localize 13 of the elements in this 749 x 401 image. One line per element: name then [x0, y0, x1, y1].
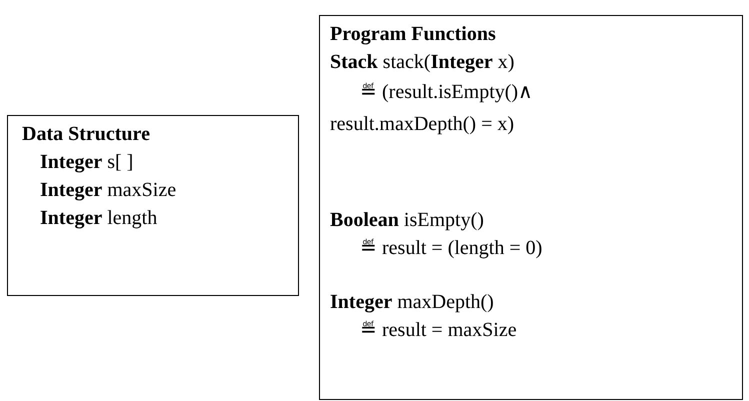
code-line: Integer maxSize [39, 178, 178, 203]
code-line: Integer length [39, 206, 158, 231]
code-line: Integer s[ ] [39, 150, 134, 175]
code-line: ≝ result = maxSize [359, 318, 518, 343]
code-line: ≝ (result.isEmpty()∧ result.maxDepth() = x) [330, 80, 534, 137]
code-line: ≝ result = (length = 0) [359, 236, 544, 261]
code-line: Integer maxDepth() [330, 290, 495, 315]
text-box [7, 115, 299, 296]
text-box [319, 15, 743, 400]
code-line: Stack stack(Integer x) [330, 50, 516, 75]
code-line: Boolean isEmpty() [330, 208, 485, 233]
box-heading: Program Functions [330, 22, 497, 47]
box-heading: Data Structure [22, 122, 151, 147]
